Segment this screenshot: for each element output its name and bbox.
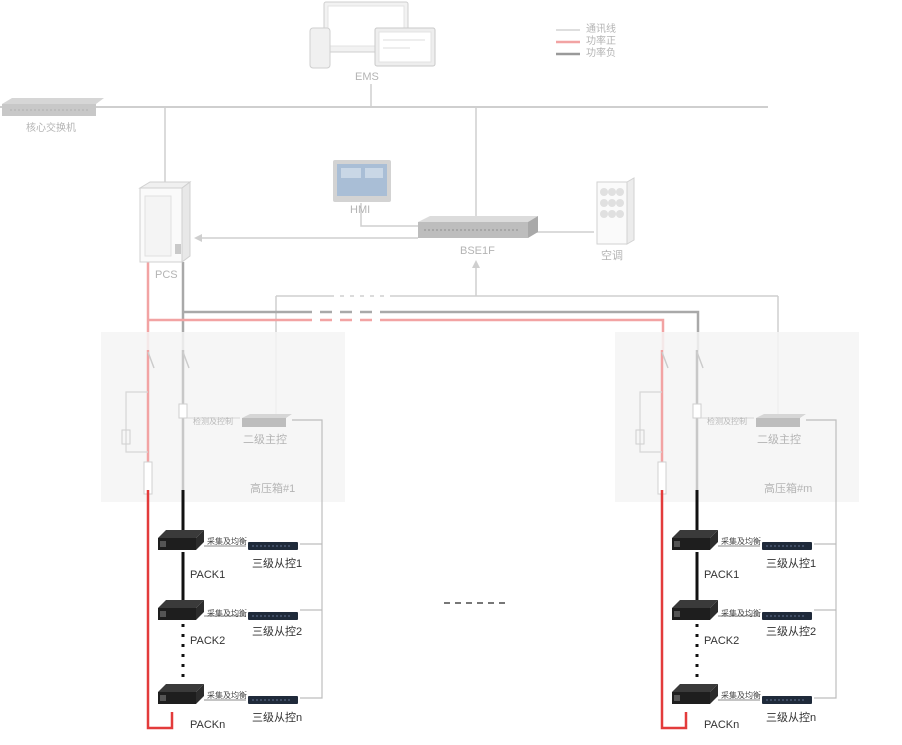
arrow-up-icon — [472, 260, 480, 268]
cab1-packn-label: PACKn — [190, 719, 226, 731]
cab1-name-label: 高压箱#1 — [250, 483, 296, 495]
hmi-device-icon — [333, 160, 391, 202]
pcs-cabinet-icon — [138, 181, 192, 263]
cabm-pack3-battery-side — [710, 684, 718, 704]
cabm-pack1-balance: 采集及均衡 — [721, 537, 761, 546]
cab1-slave2-label: 三级从控2 — [252, 626, 303, 638]
cab1-master-body — [242, 418, 286, 427]
ems-label: EMS — [355, 71, 379, 83]
cabm-slave2-label: 三级从控2 — [766, 626, 817, 638]
cab1-precharge-resistor — [121, 429, 131, 445]
cabm-pack1-battery-front — [672, 538, 710, 550]
cabm-master-label: 二级主控 — [757, 434, 801, 446]
bus-gap — [300, 306, 380, 326]
cabm-packn-balance: 采集及均衡 — [721, 691, 761, 700]
arrow-to-pcs-icon — [194, 234, 202, 242]
cabm-switch-neg — [696, 351, 704, 369]
cabm-slave1-label: 三级从控1 — [766, 558, 817, 570]
hv-cabinet-m-zone — [615, 332, 859, 502]
cab1-pack1-battery-top — [158, 530, 204, 538]
cabm-shunt — [692, 403, 702, 419]
cabm-name-label: 高压箱#m — [764, 483, 813, 495]
hv-cabinet-1-zone — [101, 332, 345, 502]
cab1-precharge-branch — [125, 391, 148, 453]
cabm-pack2-label: PACK2 — [704, 635, 740, 647]
cabm-pack1-battery-top — [672, 530, 718, 538]
cabm-pack2-battery-terminal — [674, 611, 680, 617]
legend — [556, 29, 580, 56]
cab1-string-pos — [146, 490, 174, 730]
cabm-fuse — [657, 461, 667, 495]
cab1-pack2-battery-front — [158, 608, 196, 620]
cab1-fuse — [143, 461, 153, 495]
pcs-label: PCS — [155, 269, 178, 281]
cabm-string-pos — [660, 490, 688, 730]
cabm-switch-pos — [661, 351, 669, 369]
cabm-pack3-battery-front — [672, 692, 710, 704]
cabm-precharge-resistor — [635, 429, 645, 445]
cabm-pack3-battery-terminal — [674, 695, 680, 701]
cabm-pack2-balance: 采集及均衡 — [721, 609, 761, 618]
cab1-switch-pos — [147, 351, 155, 369]
cab1-master-top — [242, 414, 292, 418]
cabm-pack1-battery-side — [710, 530, 718, 550]
cab1-switch-neg — [182, 351, 190, 369]
cab1-pack1-battery-side — [196, 530, 204, 550]
cab1-master-label: 二级主控 — [243, 434, 287, 446]
air-conditioner-label: 空调 — [601, 250, 623, 262]
cabm-slave-comm-bus — [806, 419, 837, 699]
cabm-packn-label: PACKn — [704, 719, 740, 731]
cabm-detect-label: 检测及控制 — [707, 417, 747, 426]
cabm-pack2-battery-top — [672, 600, 718, 608]
ems-device-icon — [309, 1, 436, 69]
cab1-pack3-battery-side — [196, 684, 204, 704]
cab1-detect-label: 检测及控制 — [193, 417, 233, 426]
cab1-pack1-balance: 采集及均衡 — [207, 537, 247, 546]
cabm-master-body — [756, 418, 800, 427]
cabinets-group — [121, 350, 837, 730]
cab1-slaven-label: 三级从控n — [252, 712, 303, 724]
cab1-pack2-label: PACK2 — [190, 635, 226, 647]
cabm-slaven-label: 三级从控n — [766, 712, 817, 724]
legend-neg-label: 功率负 — [586, 48, 616, 59]
cab1-pack2-battery-terminal — [160, 611, 166, 617]
cabm-master-top — [756, 414, 806, 418]
cabm-pack2-battery-side — [710, 600, 718, 620]
legend-comm-label: 通讯线 — [586, 24, 616, 35]
cab1-pack1-battery-terminal — [160, 541, 166, 547]
cab1-pack3-battery-terminal — [160, 695, 166, 701]
cabm-pack1-label: PACK1 — [704, 569, 740, 581]
bse-label: BSE1F — [460, 245, 495, 257]
cab1-pack3-battery-top — [158, 684, 204, 692]
cab1-packn-balance: 采集及均衡 — [207, 691, 247, 700]
cabm-pack1-battery-terminal — [674, 541, 680, 547]
cab1-shunt — [178, 403, 188, 419]
cab1-pack1-battery-front — [158, 538, 196, 550]
cab1-pack1-label: PACK1 — [190, 569, 226, 581]
cab1-pack2-battery-side — [196, 600, 204, 620]
cab1-pack3-battery-front — [158, 692, 196, 704]
cab1-slave1-label: 三级从控1 — [252, 558, 303, 570]
cabm-pack2-battery-front — [672, 608, 710, 620]
air-conditioner-icon — [596, 177, 635, 245]
cab1-slave-comm-bus — [292, 419, 323, 699]
hmi-label: HMI — [350, 204, 371, 216]
cab1-pack2-battery-top — [158, 600, 204, 608]
cabm-precharge-branch — [639, 391, 662, 453]
core-switch-label: 核心交换机 — [26, 123, 76, 134]
bse-device-icon — [418, 216, 538, 238]
cab1-pack2-balance: 采集及均衡 — [207, 609, 247, 618]
cabm-pack3-battery-top — [672, 684, 718, 692]
legend-pos-label: 功率正 — [586, 36, 616, 47]
core-switch-icon — [2, 98, 104, 116]
hmi-link-line — [360, 203, 418, 227]
